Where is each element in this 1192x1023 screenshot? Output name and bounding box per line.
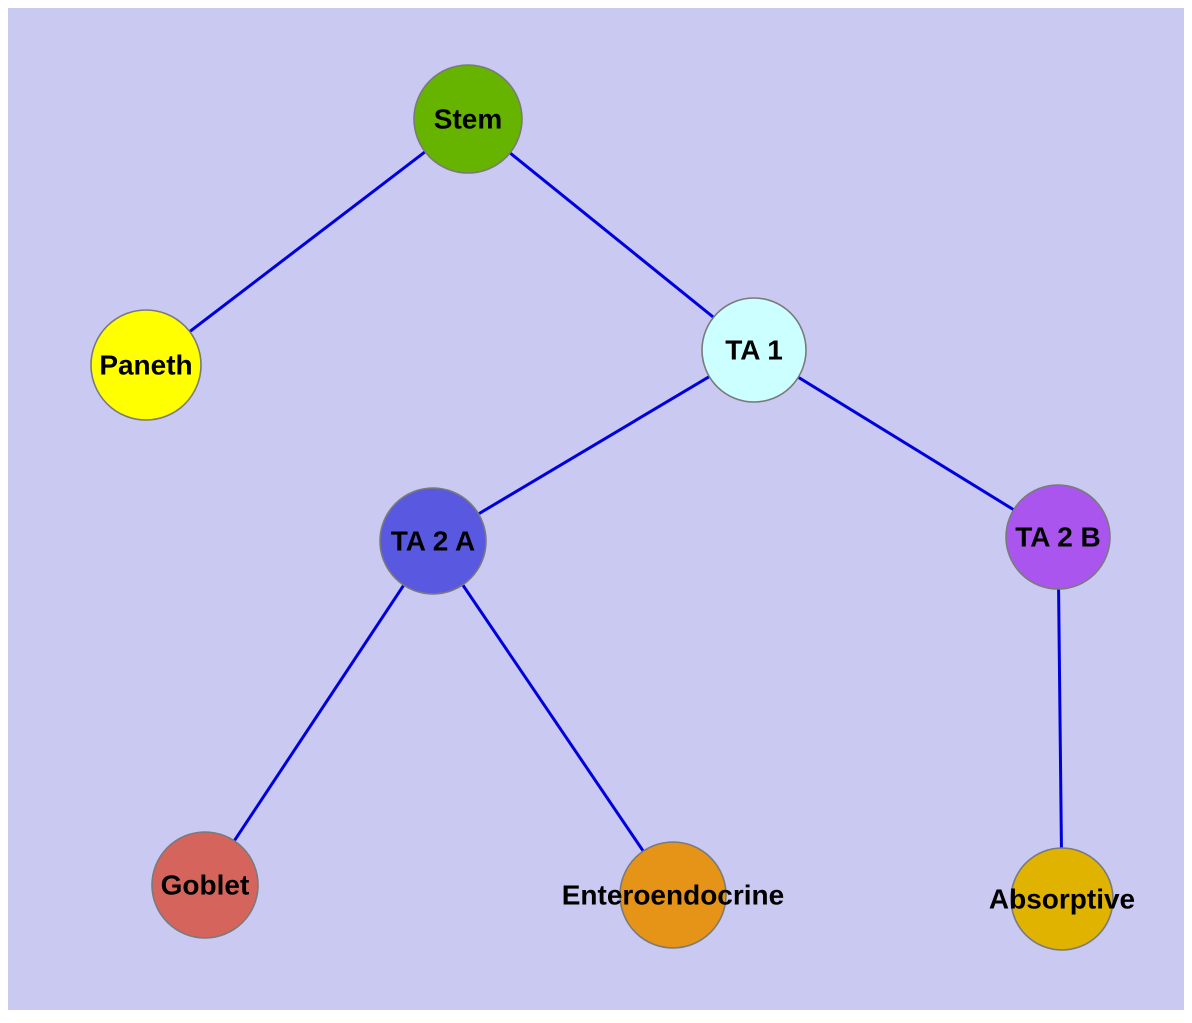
edge-ta1-ta2a: [432, 348, 755, 543]
node-circle-absorptive: [1010, 847, 1114, 951]
node-ta1: TA 1: [701, 297, 807, 403]
node-label-enteroendocrine: Enteroendocrine: [562, 880, 784, 911]
node-circle-paneth: [90, 309, 202, 421]
node-enteroendocrine: Enteroendocrine: [562, 841, 784, 949]
node-ta2a: TA 2 A: [379, 487, 487, 595]
edge-ta2a-enteroendocrine: [431, 540, 675, 896]
node-label-ta2b: TA 2 B: [1015, 522, 1101, 553]
edge-stem-ta1: [467, 117, 755, 352]
node-absorptive: Absorptive: [989, 847, 1135, 951]
node-label-ta1: TA 1: [725, 335, 783, 366]
node-goblet: Goblet: [151, 831, 259, 939]
node-label-absorptive: Absorptive: [989, 884, 1135, 915]
node-circle-ta2a: [379, 487, 487, 595]
node-stem: Stem: [413, 64, 523, 174]
node-circle-enteroendocrine: [619, 841, 727, 949]
node-label-stem: Stem: [434, 104, 502, 135]
edge-ta1-ta2b: [753, 348, 1059, 539]
node-ta2b: TA 2 B: [1005, 484, 1111, 590]
edge-stem-paneth: [145, 117, 469, 367]
node-paneth: Paneth: [90, 309, 202, 421]
node-circle-ta2b: [1005, 484, 1111, 590]
node-circle-stem: [413, 64, 523, 174]
node-circle-ta1: [701, 297, 807, 403]
node-label-paneth: Paneth: [99, 350, 192, 381]
edge-ta2a-goblet: [203, 540, 435, 886]
edge-ta2b-absorptive: [1056, 536, 1064, 900]
node-label-ta2a: TA 2 A: [391, 526, 476, 557]
node-label-goblet: Goblet: [161, 870, 250, 901]
node-circle-goblet: [151, 831, 259, 939]
